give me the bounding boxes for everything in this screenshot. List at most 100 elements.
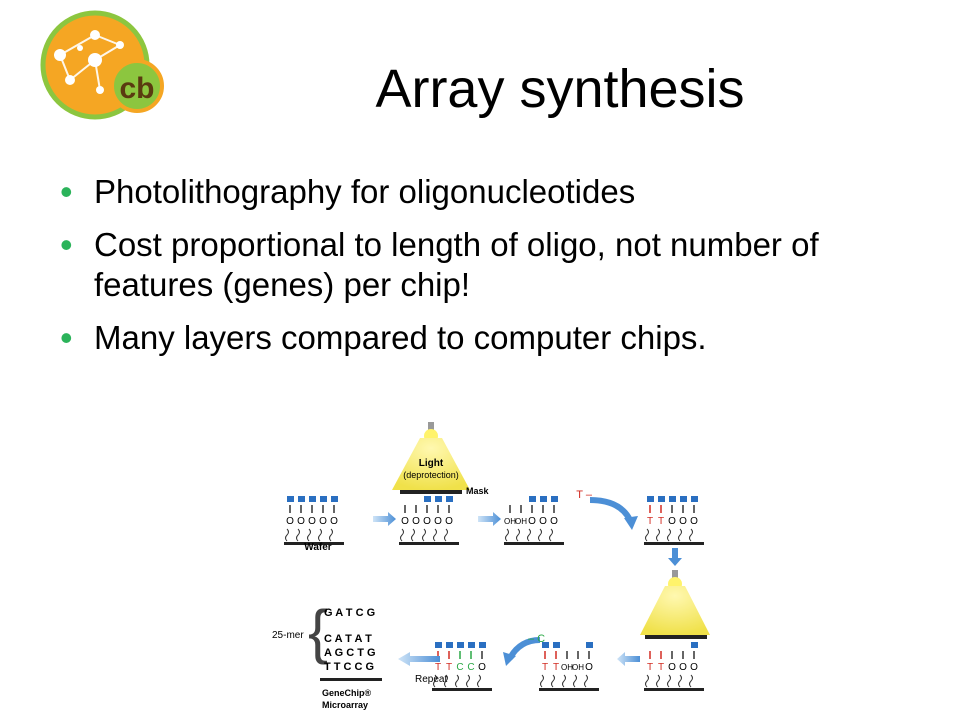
protect-group-icon — [309, 496, 316, 502]
protect-group-icon — [468, 642, 475, 648]
base-label: O — [679, 662, 687, 673]
base-label: O — [528, 516, 536, 527]
protect-group-icon — [658, 496, 665, 502]
deprotection-label: (deprotection) — [403, 470, 459, 480]
repeat-label: Repeat — [415, 674, 447, 685]
light-source-2 — [640, 570, 710, 639]
bullet-list: • Photolithography for oligonucleotides •… — [60, 172, 920, 371]
bullet-item: •Many layers compared to computer chips. — [60, 318, 920, 358]
mask-label: Mask — [466, 486, 490, 496]
light-label: Light — [419, 458, 444, 469]
base-label: C — [456, 662, 463, 673]
wafer-label: Wafer — [304, 542, 332, 553]
base-label: T — [658, 662, 664, 673]
sequence-row: G A T C G — [324, 607, 375, 619]
t-reagent-label: T – — [576, 489, 593, 501]
protect-group-icon — [586, 642, 593, 648]
base-label: O — [690, 516, 698, 527]
base-label: T — [446, 662, 452, 673]
base-label: O — [668, 662, 676, 673]
protect-group-icon — [435, 496, 442, 502]
arrow-curve-icon — [589, 497, 633, 522]
base-label: O — [445, 516, 453, 527]
base-label: O — [585, 662, 593, 673]
sequence-row: A G C T G — [324, 647, 376, 659]
protect-group-icon — [479, 642, 486, 648]
protect-group-icon — [298, 496, 305, 502]
bullet-dot-icon: • — [60, 171, 73, 212]
arrow-down-icon — [668, 548, 682, 566]
base-label: O — [401, 516, 409, 527]
cb-logo: cb — [40, 10, 164, 120]
brace-icon: { — [308, 598, 328, 665]
base-label: O — [434, 516, 442, 527]
arrow-right-icon — [373, 512, 396, 526]
process-arrows — [373, 497, 682, 666]
base-label: T — [647, 516, 653, 527]
protect-group-icon — [540, 496, 547, 502]
c-reagent-label: – C — [528, 633, 545, 645]
base-label: O — [679, 516, 687, 527]
bullet-dot-icon: • — [60, 224, 73, 265]
protect-group-icon — [542, 642, 549, 648]
base-label: OH — [572, 663, 584, 672]
protect-group-icon — [435, 642, 442, 648]
protect-group-icon — [446, 642, 453, 648]
bullet-text: Many layers compared to computer chips. — [94, 319, 707, 356]
base-label: T — [542, 662, 548, 673]
base-label: O — [539, 516, 547, 527]
base-label: O — [330, 516, 338, 527]
bullet-item: • Photolithography for oligonucleotides — [60, 172, 920, 212]
base-label: C — [467, 662, 474, 673]
microarray-label: Microarray — [322, 700, 368, 710]
sequence-row: C A T A T — [324, 633, 372, 645]
arrow-head-icon — [503, 652, 516, 666]
protect-group-icon — [647, 496, 654, 502]
base-label: T — [658, 516, 664, 527]
base-label: OH — [515, 517, 527, 526]
protect-group-icon — [669, 496, 676, 502]
base-label: OH — [504, 517, 516, 526]
sequence-row: T T C C G — [324, 661, 374, 673]
bullet-item: • Cost proportional to length of oligo, n… — [60, 225, 920, 305]
protect-group-icon — [680, 496, 687, 502]
base-label: O — [550, 516, 558, 527]
protect-group-icon — [551, 496, 558, 502]
protect-group-icon — [287, 496, 294, 502]
protect-group-icon — [446, 496, 453, 502]
base-label: O — [308, 516, 316, 527]
protect-group-icon — [320, 496, 327, 502]
light-source-1: Light (deprotection) Mask — [392, 422, 490, 496]
logo-text: cb — [119, 72, 154, 105]
final-sequence: 25-mer { G A T C G C A T A T A G C T G T… — [272, 598, 382, 710]
base-label: O — [478, 662, 486, 673]
base-label: O — [286, 516, 294, 527]
base-label: O — [412, 516, 420, 527]
base-label: O — [319, 516, 327, 527]
protect-group-icon — [331, 496, 338, 502]
bullet-text: Photolithography for oligonucleotides — [94, 173, 636, 210]
base-label: O — [297, 516, 305, 527]
base-label: T — [647, 662, 653, 673]
base-label: O — [668, 516, 676, 527]
protect-group-icon — [691, 496, 698, 502]
arrow-head-icon — [624, 516, 638, 530]
base-label: T — [435, 662, 441, 673]
base-label: O — [690, 662, 698, 673]
arrow-right-icon — [478, 512, 501, 526]
arrow-left-icon — [617, 652, 640, 666]
bullet-text: Cost proportional to length of oligo, no… — [94, 226, 819, 303]
protect-group-icon — [424, 496, 431, 502]
slide-title: Array synthesis — [375, 59, 745, 119]
protect-group-icon — [457, 642, 464, 648]
protect-group-icon — [691, 642, 698, 648]
protect-group-icon — [553, 642, 560, 648]
base-label: O — [423, 516, 431, 527]
